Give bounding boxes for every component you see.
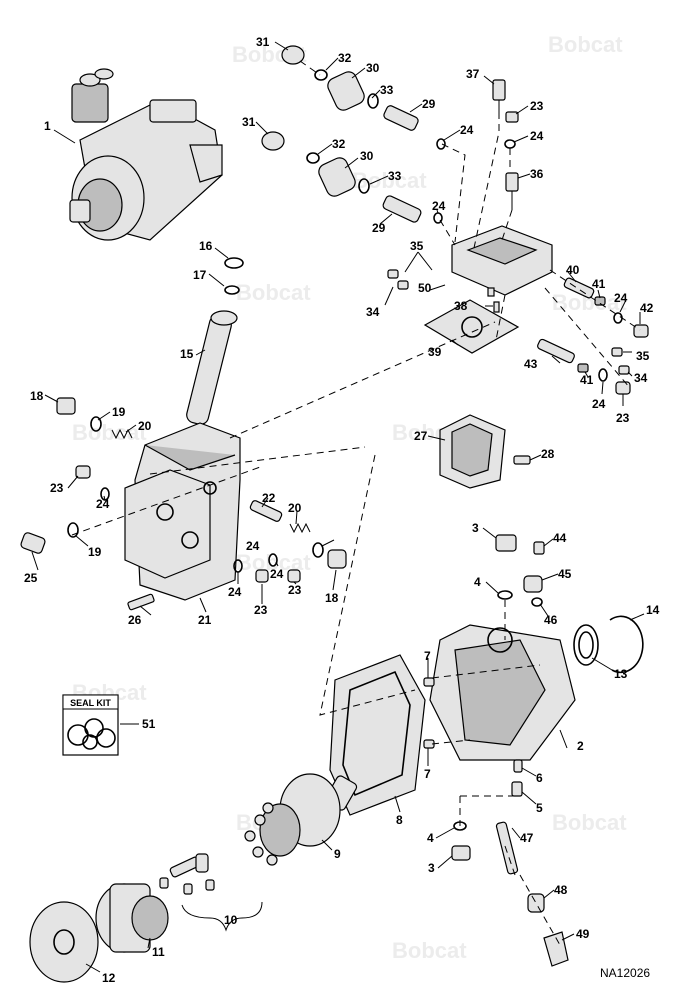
callout-6: 6 — [536, 771, 543, 785]
figure-reference: NA12026 — [600, 966, 650, 980]
callout-8: 8 — [396, 813, 403, 827]
callout-42: 42 — [640, 301, 654, 315]
callout-24: 24 — [246, 539, 260, 553]
callout-24: 24 — [228, 585, 242, 599]
callout-7: 7 — [424, 767, 431, 781]
callout-38: 38 — [454, 299, 468, 313]
callout-30: 30 — [366, 61, 380, 75]
callout-5: 5 — [536, 801, 543, 815]
callout-24: 24 — [530, 129, 544, 143]
callout-21: 21 — [198, 613, 212, 627]
watermark-text: Bobcat — [72, 420, 147, 445]
callout-35: 35 — [636, 349, 650, 363]
callout-11: 11 — [152, 945, 165, 959]
callout-41: 41 — [580, 373, 594, 387]
callout-37: 37 — [466, 67, 480, 81]
callout-48: 48 — [554, 883, 568, 897]
callout-10: 10 — [224, 913, 238, 927]
motor-assembly — [69, 68, 223, 241]
callout-12: 12 — [102, 971, 116, 985]
leader-lines — [31, 41, 645, 973]
callout-31: 31 — [256, 35, 270, 49]
seal-kit-box: SEAL KIT — [62, 694, 119, 756]
callout-15: 15 — [180, 347, 194, 361]
callout-46: 46 — [544, 613, 558, 627]
callout-29: 29 — [372, 221, 386, 235]
callouts: 1 2 3 3 4 4 5 6 7 7 8 9 10 11 12 13 14 1… — [24, 35, 660, 985]
callout-23: 23 — [616, 411, 630, 425]
callout-40: 40 — [566, 263, 580, 277]
callout-23: 23 — [254, 603, 268, 617]
callout-43: 43 — [524, 357, 538, 371]
callout-47: 47 — [520, 831, 534, 845]
callout-26: 26 — [128, 613, 142, 627]
callout-18: 18 — [325, 591, 339, 605]
callout-45: 45 — [558, 567, 572, 581]
callout-35: 35 — [410, 239, 424, 253]
callout-50: 50 — [418, 281, 432, 295]
watermark-text: Bobcat — [552, 810, 627, 835]
watermark-layer: Bobcat Bobcat Bobcat Bobcat Bobcat Bobca… — [72, 32, 627, 963]
callout-49: 49 — [576, 927, 590, 941]
callout-25: 25 — [24, 571, 38, 585]
seal-kit-label: SEAL KIT — [70, 698, 111, 708]
callout-34: 34 — [366, 305, 380, 319]
callout-30: 30 — [360, 149, 374, 163]
callout-29: 29 — [422, 97, 436, 111]
callout-33: 33 — [380, 83, 394, 97]
callout-33: 33 — [388, 169, 402, 183]
callout-18: 18 — [30, 389, 44, 403]
callout-3: 3 — [472, 521, 479, 535]
callout-24: 24 — [614, 291, 628, 305]
callout-24: 24 — [270, 567, 284, 581]
callout-41: 41 — [592, 277, 606, 291]
callout-24: 24 — [432, 199, 446, 213]
assembly-lines — [71, 60, 641, 946]
callout-22: 22 — [262, 491, 276, 505]
callout-27: 27 — [414, 429, 428, 443]
callout-34: 34 — [634, 371, 648, 385]
callout-32: 32 — [332, 137, 346, 151]
housing-group — [329, 534, 644, 967]
callout-31: 31 — [242, 115, 256, 129]
callout-20: 20 — [288, 501, 302, 515]
cover-group — [439, 414, 531, 489]
callout-7: 7 — [424, 649, 431, 663]
upper-valve-group — [261, 45, 649, 395]
callout-4: 4 — [427, 831, 434, 845]
callout-23: 23 — [288, 583, 302, 597]
callout-9: 9 — [334, 847, 341, 861]
callout-24: 24 — [460, 123, 474, 137]
callout-32: 32 — [338, 51, 352, 65]
callout-51: 51 — [142, 717, 156, 731]
callout-19: 19 — [88, 545, 102, 559]
callout-16: 16 — [199, 239, 213, 253]
callout-23: 23 — [530, 99, 544, 113]
callout-44: 44 — [553, 531, 567, 545]
callout-24: 24 — [592, 397, 606, 411]
callout-13: 13 — [614, 667, 628, 681]
callout-17: 17 — [193, 268, 207, 282]
rotating-group — [29, 773, 358, 983]
watermark-text: Bobcat — [236, 280, 311, 305]
callout-39: 39 — [428, 345, 442, 359]
control-block-group — [20, 257, 347, 611]
callout-4: 4 — [474, 575, 481, 589]
callout-20: 20 — [138, 419, 152, 433]
watermark-text: Bobcat — [548, 32, 623, 57]
callout-36: 36 — [530, 167, 544, 181]
callout-24: 24 — [96, 497, 110, 511]
callout-14: 14 — [646, 603, 660, 617]
callout-23: 23 — [50, 481, 64, 495]
callout-2: 2 — [577, 739, 584, 753]
callout-28: 28 — [541, 447, 555, 461]
watermark-text: Bobcat — [352, 168, 427, 193]
callout-3: 3 — [428, 861, 435, 875]
watermark-text: Bobcat — [392, 938, 467, 963]
callout-1: 1 — [44, 119, 51, 133]
callout-19: 19 — [112, 405, 126, 419]
